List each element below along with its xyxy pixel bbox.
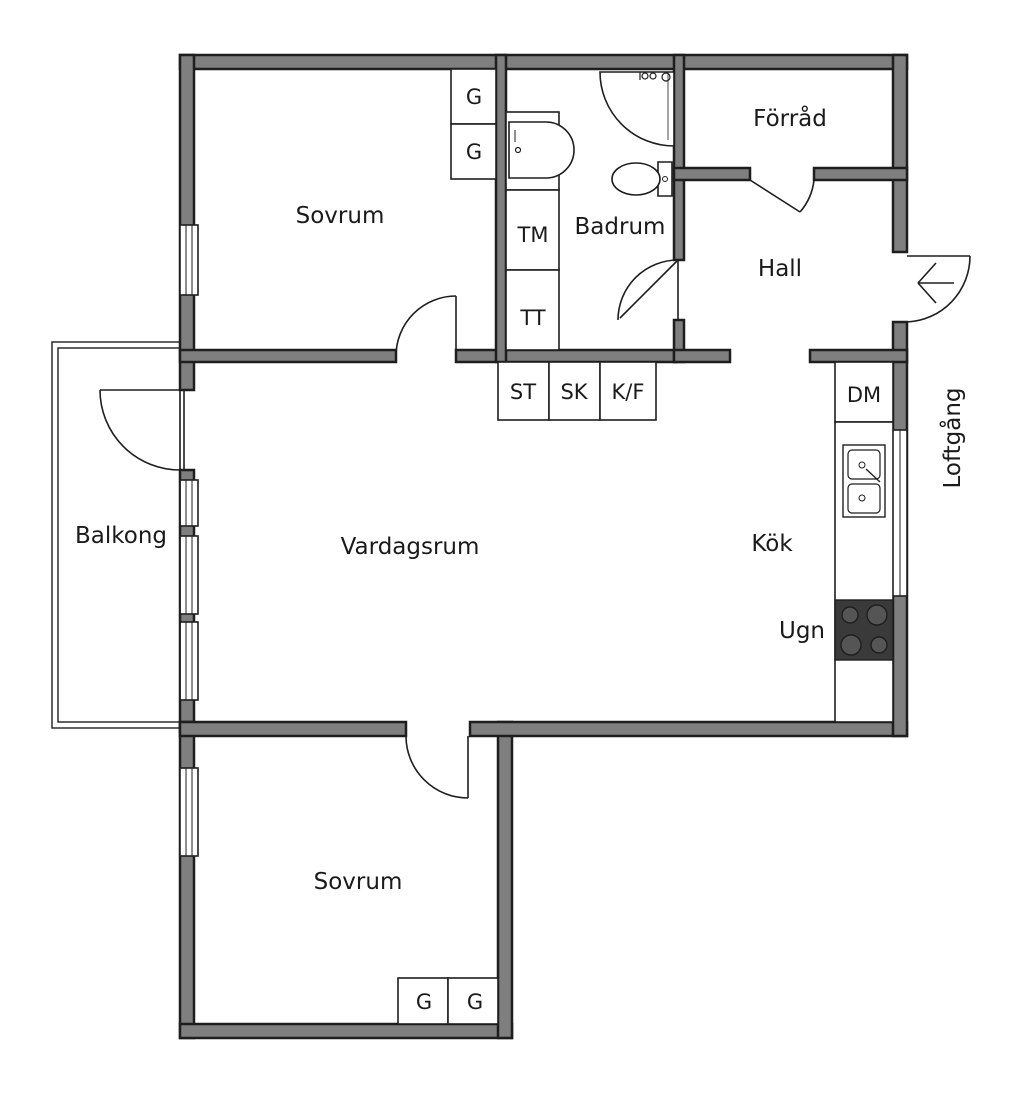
label-tumble-dryer: TT bbox=[519, 306, 545, 330]
window-bedroom-bottom bbox=[179, 767, 199, 857]
door-entrance bbox=[906, 255, 971, 323]
wall-top bbox=[178, 53, 909, 71]
room-labels: Sovrum Badrum Förråd Hall Balkong Vardag… bbox=[75, 104, 966, 895]
label-wardrobe-3: G bbox=[416, 990, 432, 1014]
room-label-kitchen: Kök bbox=[751, 531, 793, 557]
label-fridge-freezer: K/F bbox=[612, 380, 645, 404]
wall-right-upper bbox=[891, 53, 909, 254]
door-balcony bbox=[99, 389, 185, 471]
wall-bottom-bedroom bbox=[178, 1022, 514, 1040]
wall-hall-bottom-left bbox=[672, 348, 732, 364]
room-label-bathroom: Badrum bbox=[575, 214, 666, 240]
room-label-bedroom-bottom: Sovrum bbox=[314, 869, 403, 895]
wall-bedroom-right bbox=[496, 720, 514, 1040]
label-wardrobe-2: G bbox=[466, 140, 482, 164]
window-living-1 bbox=[179, 479, 199, 527]
room-label-living-room: Vardagsrum bbox=[341, 534, 480, 560]
wall-storage-left bbox=[672, 166, 752, 182]
door-bedroom-bottom bbox=[405, 735, 469, 799]
wall-hall-bottom-right bbox=[808, 348, 909, 364]
fixture-labels: G G TM TT ST SK K/F DM G G bbox=[416, 85, 881, 1014]
shower-icon bbox=[599, 71, 675, 147]
label-washing-machine: TM bbox=[517, 223, 549, 247]
wall-storage-right bbox=[812, 166, 909, 182]
sink-icon bbox=[508, 121, 575, 179]
laundry-row bbox=[497, 361, 657, 421]
door-bathroom bbox=[617, 259, 679, 321]
stove-icon bbox=[834, 599, 894, 661]
balcony bbox=[51, 341, 181, 729]
walls bbox=[178, 53, 909, 1040]
wall-bedroom-bath bbox=[494, 53, 508, 364]
label-sk: SK bbox=[560, 380, 588, 404]
label-access-balcony: Loftgång bbox=[938, 387, 966, 488]
kitchen-sink-icon bbox=[842, 444, 886, 518]
room-label-bedroom-top: Sovrum bbox=[296, 203, 385, 229]
door-bedroom-top bbox=[395, 295, 457, 357]
wall-bedroom-top-bottom-right bbox=[454, 348, 678, 364]
wardrobes-top bbox=[450, 68, 497, 180]
door-storage bbox=[749, 179, 815, 213]
doors bbox=[99, 179, 971, 799]
wall-left-upper bbox=[178, 53, 196, 392]
wardrobes-bottom bbox=[397, 977, 499, 1025]
toilet-icon bbox=[611, 161, 673, 197]
label-dishwasher: DM bbox=[847, 383, 881, 407]
label-st: ST bbox=[510, 380, 536, 404]
label-oven: Ugn bbox=[779, 618, 825, 644]
room-label-storage: Förråd bbox=[753, 104, 827, 132]
label-wardrobe-1: G bbox=[466, 85, 482, 109]
wall-bath-hall-upper bbox=[672, 53, 686, 262]
entrance-arrow-icon bbox=[917, 262, 954, 304]
wall-living-bottom-right bbox=[468, 720, 909, 738]
room-label-balcony: Balkong bbox=[75, 523, 167, 549]
window-living-3 bbox=[179, 621, 199, 701]
label-wardrobe-4: G bbox=[467, 990, 483, 1014]
window-bedroom-top bbox=[179, 224, 199, 296]
room-label-hall: Hall bbox=[758, 256, 802, 282]
wall-living-bottom-left bbox=[178, 720, 408, 738]
wall-bedroom-top-bottom-left bbox=[178, 348, 398, 364]
kitchen-counter bbox=[834, 361, 894, 723]
window-living-2 bbox=[179, 535, 199, 615]
